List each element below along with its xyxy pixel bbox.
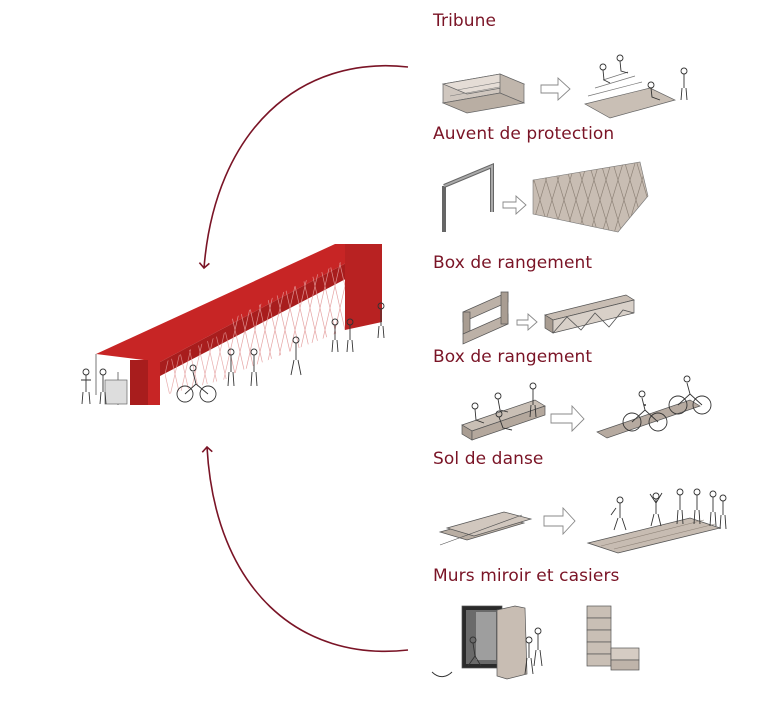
main-structure-illustration — [81, 244, 385, 405]
tribune-illustration — [441, 54, 688, 119]
auvent-illustration — [442, 161, 649, 233]
feature-title-box-rangement-2: Box de rangement — [433, 347, 593, 367]
feature-title-murs-miroir: Murs miroir et casiers — [433, 566, 620, 586]
arrow-top-curve — [198, 65, 409, 270]
sol-de-danse-illustration — [438, 488, 727, 554]
murs-miroir-illustration — [431, 605, 640, 680]
feature-title-auvent: Auvent de protection — [433, 124, 615, 144]
feature-title-sol-de-danse: Sol de danse — [433, 449, 544, 469]
feature-title-box-rangement-1: Box de rangement — [433, 253, 593, 273]
bench-illustration — [461, 375, 712, 441]
arrow-bottom-curve — [201, 445, 409, 652]
feature-title-tribune: Tribune — [433, 11, 497, 31]
box-rangement-illustration — [462, 291, 635, 345]
